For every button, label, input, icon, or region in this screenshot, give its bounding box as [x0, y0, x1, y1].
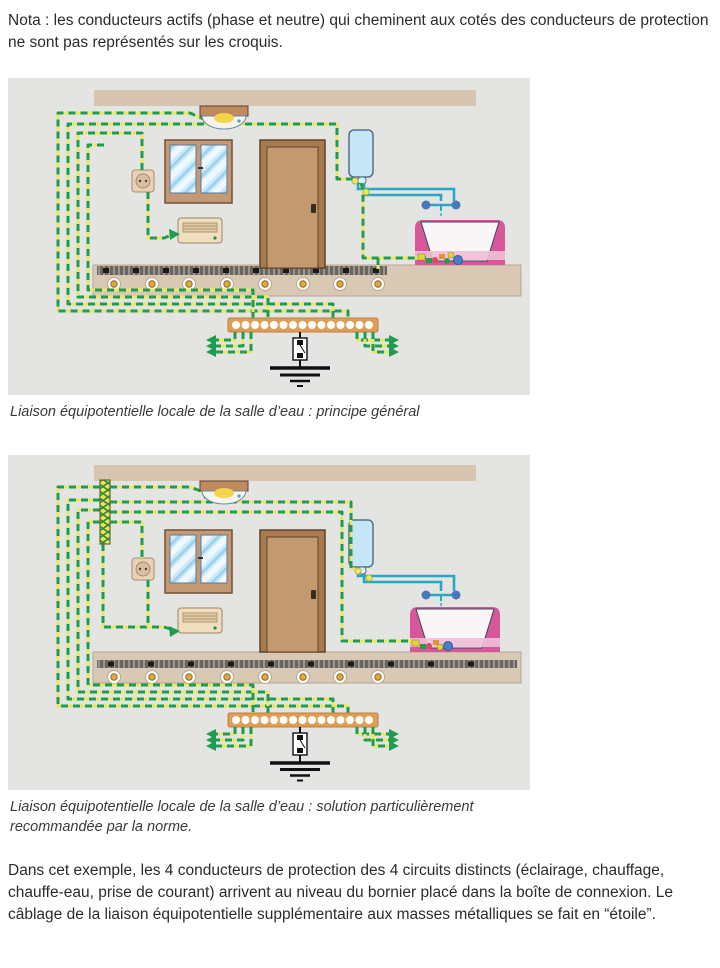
- exit-arrows-right: [355, 727, 399, 751]
- figure-1-diagram: [8, 78, 530, 395]
- protective-conductor-wires: [56, 111, 426, 318]
- nota-paragraph: Nota : les conducteurs actifs (phase et …: [8, 12, 709, 51]
- floor: [92, 651, 522, 684]
- ceiling-light-icon: [199, 480, 249, 505]
- exit-arrows-right: [355, 332, 399, 357]
- ground-symbol-icon: [270, 761, 330, 782]
- radiator-icon: [177, 217, 223, 244]
- faucet-icon: [421, 590, 461, 606]
- exit-arrows-left: [206, 332, 253, 357]
- bathtub-bonding-connectors: [417, 251, 463, 265]
- door-icon: [259, 529, 326, 653]
- water-heater-icon: [348, 519, 374, 575]
- earth-terminal-strip: [227, 712, 379, 728]
- bathroom-earthing-diagram-2: [8, 455, 530, 790]
- window-icon: [164, 529, 233, 594]
- exit-arrows-left: [206, 727, 253, 751]
- bathtub-icon: [410, 607, 500, 652]
- radiator-icon: [177, 607, 223, 634]
- window-icon: [164, 139, 233, 204]
- water-pipes: [356, 181, 456, 201]
- figure-2-diagram: [8, 455, 530, 790]
- disconnect-switch-icon: [292, 727, 308, 762]
- disconnect-switch-icon: [292, 332, 308, 368]
- earth-terminal-strip: [227, 317, 379, 333]
- ceiling: [94, 90, 476, 106]
- floor-junction-dots: [107, 277, 385, 291]
- faucet-icon: [421, 200, 461, 216]
- body-paragraph: Dans cet exemple, les 4 conducteurs de p…: [8, 862, 673, 923]
- ground-symbol-icon: [270, 366, 330, 387]
- wall-socket-icon: [131, 169, 155, 193]
- bathtub-bonding-connectors: [411, 639, 453, 651]
- ceiling: [94, 465, 476, 481]
- ceiling-light-icon: [199, 105, 249, 130]
- floor-junction-dots: [107, 670, 385, 684]
- junction-box-icon: [99, 479, 111, 545]
- door-icon: [259, 139, 326, 269]
- wall-socket-icon: [131, 557, 155, 581]
- bathroom-earthing-diagram-1: [8, 78, 530, 395]
- water-heater-icon: [348, 129, 374, 185]
- figure-1-caption: Liaison équipotentielle locale de la sal…: [10, 404, 420, 420]
- protective-conductor-wires: [56, 485, 412, 713]
- figure-2-caption: Liaison équipotentielle locale de la sal…: [10, 799, 474, 835]
